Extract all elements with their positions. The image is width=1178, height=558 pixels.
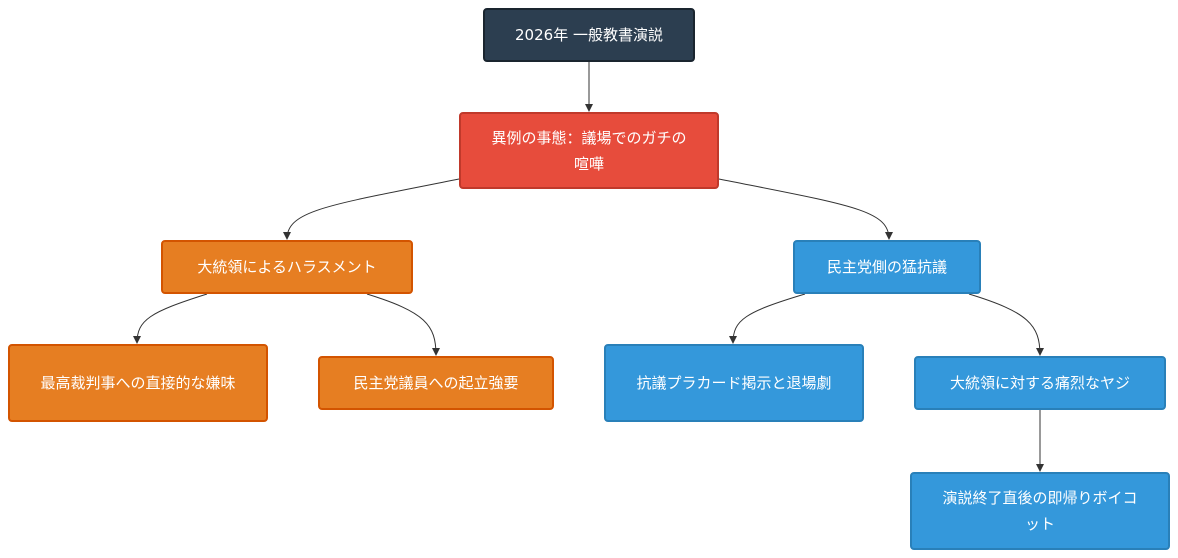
node-root-label: 2026年 一般教書演説 bbox=[515, 26, 663, 44]
edge-harassment-standing bbox=[366, 293, 440, 356]
node-boycott: 演説終了直後の即帰りボイコット bbox=[910, 472, 1170, 550]
node-standing-label: 民主党議員への起立強要 bbox=[353, 374, 519, 392]
node-heckling: 大統領に対する痛烈なヤジ bbox=[914, 356, 1166, 410]
node-justices: 最高裁判事への直接的な嫌味 bbox=[8, 344, 268, 422]
node-placards: 抗議プラカード掲示と退場劇 bbox=[604, 344, 864, 422]
edge-protest-heckling bbox=[968, 293, 1044, 356]
node-event: 異例の事態：議場でのガチの喧嘩 bbox=[459, 112, 719, 189]
node-justices-label: 最高裁判事への直接的な嫌味 bbox=[40, 374, 236, 392]
node-heckling-label: 大統領に対する痛烈なヤジ bbox=[949, 374, 1130, 392]
node-protest-label: 民主党側の猛抗議 bbox=[826, 258, 947, 276]
edge-event-harassment bbox=[283, 178, 460, 240]
node-standing: 民主党議員への起立強要 bbox=[318, 356, 554, 410]
edge-event-protest bbox=[718, 178, 893, 240]
node-boycott-label: 演説終了直後の即帰りボイコット bbox=[942, 489, 1138, 533]
node-event-label: 異例の事態：議場でのガチの喧嘩 bbox=[491, 128, 687, 173]
node-root: 2026年 一般教書演説 bbox=[483, 8, 695, 62]
node-placards-label: 抗議プラカード掲示と退場劇 bbox=[636, 374, 832, 392]
edge-protest-placards bbox=[729, 293, 806, 344]
edge-harassment-justices bbox=[133, 293, 208, 344]
node-protest: 民主党側の猛抗議 bbox=[793, 240, 981, 294]
node-harassment: 大統領によるハラスメント bbox=[161, 240, 413, 294]
node-harassment-label: 大統領によるハラスメント bbox=[197, 258, 377, 276]
